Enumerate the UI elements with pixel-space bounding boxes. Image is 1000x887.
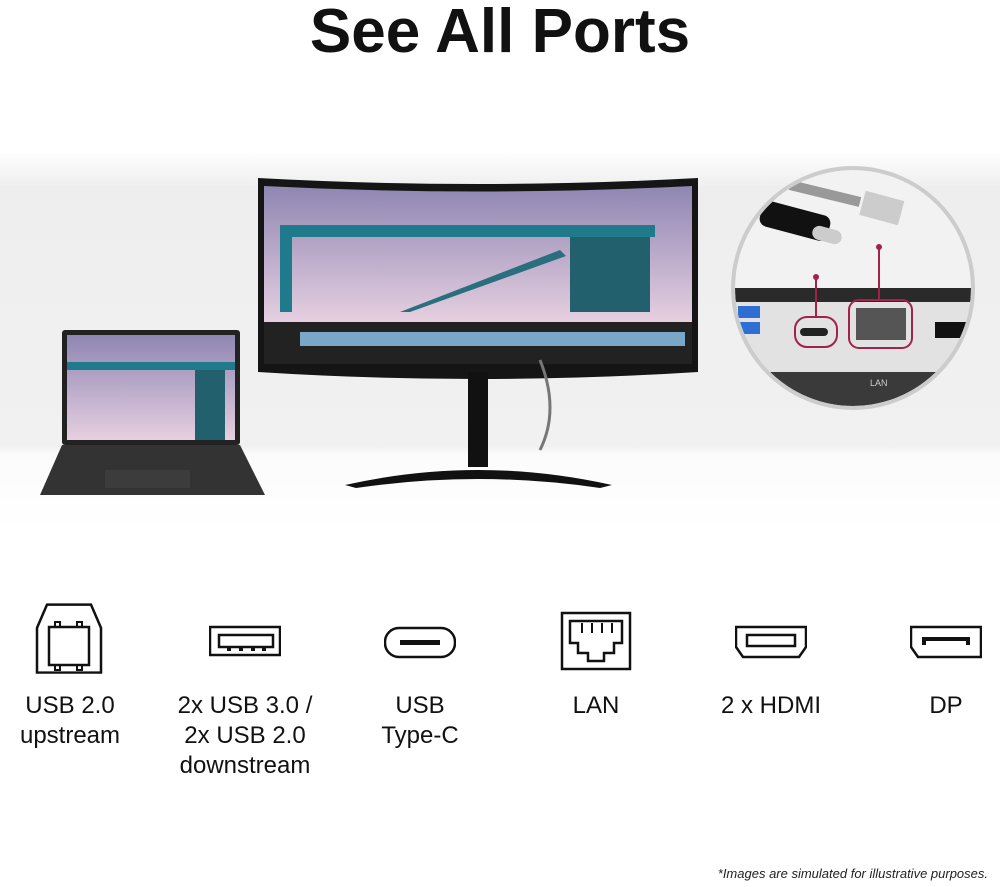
ports-list: USB 2.0 upstream 2x USB 3.0 / 2x USB 2.0 do… [0, 595, 1000, 795]
port-label-line: LAN [572, 692, 620, 719]
port-label-line: USB 2.0 [25, 692, 115, 719]
usb-a-icon [209, 625, 281, 657]
port-item-usb-c: USB Type-C [332, 595, 508, 751]
port-item-usb-downstream: 2x USB 3.0 / 2x USB 2.0 downstream [157, 595, 333, 781]
port-closeup: LAN [731, 166, 975, 410]
port-label-line: DP [929, 692, 963, 719]
monitor [258, 178, 698, 488]
port-label-line: 2x USB 3.0 / [177, 692, 313, 719]
port-label-line: USB [395, 692, 445, 719]
port-label-line: 2 x HDMI [720, 692, 821, 719]
usb-c-icon [384, 626, 456, 659]
product-scene: LAN [0, 150, 1000, 530]
lan-icon [560, 611, 632, 671]
port-label-line: downstream [179, 752, 311, 779]
usb-b-icon [35, 603, 103, 674]
port-item-hdmi: 2 x HDMI [683, 595, 859, 721]
disclaimer: *Images are simulated for illustrative p… [717, 866, 988, 881]
hdmi-icon [735, 625, 807, 659]
port-item-displayport: DP [858, 595, 1000, 721]
laptop [40, 330, 265, 495]
lan-port-label: LAN [870, 378, 888, 388]
port-label-line: Type-C [381, 722, 459, 749]
port-label-line: upstream [19, 722, 121, 749]
port-label-line: 2x USB 2.0 [184, 722, 306, 749]
page-title: See All Ports [309, 0, 691, 66]
port-item-lan: LAN [508, 595, 684, 721]
port-item-usb-upstream: USB 2.0 upstream [0, 595, 158, 751]
displayport-icon [910, 625, 982, 659]
